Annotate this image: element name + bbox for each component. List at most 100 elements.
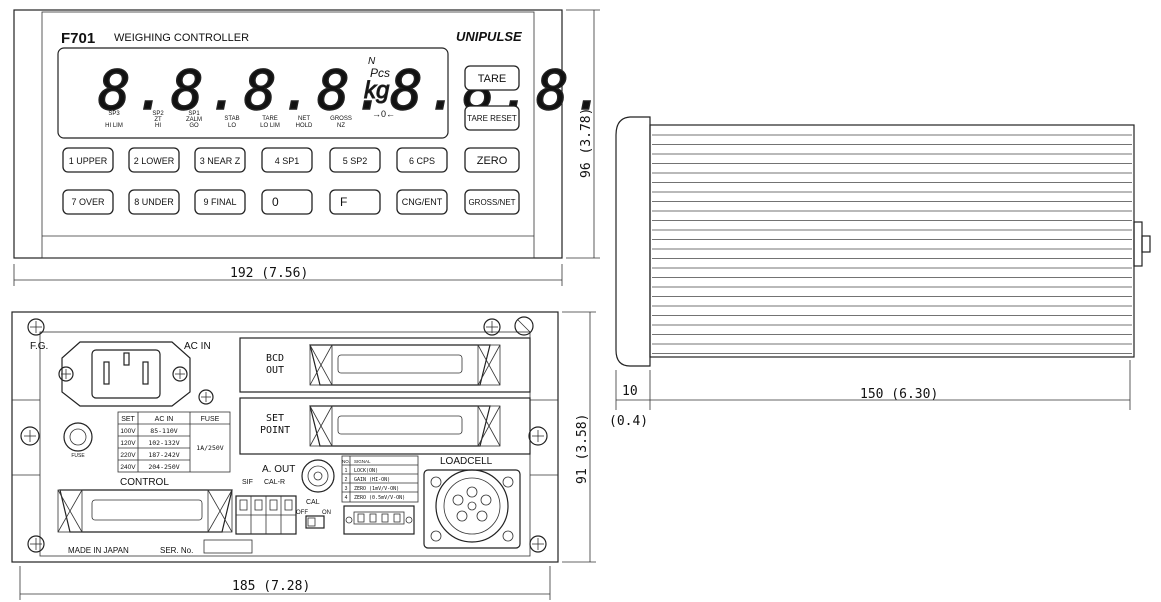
tare-reset-button[interactable] bbox=[464, 105, 520, 131]
front-height-dimension: 96 (3.78) bbox=[579, 108, 594, 178]
voltage-table-header: AC IN bbox=[155, 416, 174, 423]
cal-switch-knob bbox=[307, 517, 316, 527]
fuse-label: FUSE bbox=[71, 453, 85, 459]
annunciator-top: SP2 bbox=[152, 111, 164, 117]
key-label: F bbox=[340, 195, 347, 209]
fuse-holder-icon: FUSE bbox=[63, 422, 93, 459]
bcd-out-label-2: OUT bbox=[266, 365, 284, 376]
signal-table-cell: LOCK(ON) bbox=[354, 468, 378, 474]
made-in-label: MADE IN JAPAN bbox=[68, 546, 129, 555]
key-label: CNG/ENT bbox=[402, 197, 443, 207]
gross-net-button[interactable] bbox=[464, 189, 520, 215]
zero-button[interactable] bbox=[464, 147, 520, 173]
annunciator-top: TARE bbox=[262, 116, 278, 122]
set-point-label: SET bbox=[266, 413, 284, 424]
key-9-final[interactable] bbox=[194, 189, 246, 215]
zero-center-icon: →0← bbox=[372, 109, 395, 119]
voltage-table-cell: 204-250V bbox=[148, 463, 179, 471]
voltage-table-cell: 220V bbox=[120, 452, 136, 459]
screw-icon bbox=[27, 535, 45, 553]
annunciator-bottom: HI bbox=[155, 123, 161, 129]
key-cng-ent[interactable] bbox=[396, 189, 448, 215]
signal-table-cell: 3 bbox=[345, 486, 348, 492]
signal-table-cell: 1 bbox=[345, 468, 348, 474]
rear-height-dimension: 91 (3.58) bbox=[575, 414, 590, 484]
terminal-block-icon bbox=[235, 495, 297, 535]
annunciator-top: SP3 bbox=[108, 111, 120, 117]
cal-switch[interactable] bbox=[305, 515, 325, 529]
key-5-sp2[interactable] bbox=[329, 147, 381, 173]
key-label: 3 NEAR Z bbox=[200, 156, 241, 166]
serial-label: SER. No. bbox=[160, 546, 193, 555]
key-4-sp1[interactable] bbox=[261, 147, 313, 173]
voltage-table-cell: 240V bbox=[120, 464, 136, 471]
voltage-table-cell: 102-132V bbox=[148, 439, 179, 447]
side-housing bbox=[649, 124, 1135, 358]
screw-icon bbox=[27, 318, 45, 336]
key-label: 4 SP1 bbox=[275, 156, 300, 166]
voltage-table-header: SET bbox=[121, 416, 135, 423]
annunciator-mid: ZT bbox=[154, 117, 162, 123]
cooling-fins bbox=[652, 134, 1132, 354]
rear-panel: F.G. AC IN BCD OUT SET POINT bbox=[11, 311, 596, 600]
signal-table-cell: 4 bbox=[345, 495, 348, 501]
voltage-table-cell: 100V bbox=[120, 428, 136, 435]
signal-table-header: NO. bbox=[342, 459, 350, 464]
zero-button-label: ZERO bbox=[477, 155, 508, 167]
ac-in-label: AC IN bbox=[184, 341, 211, 352]
key-3-near-z[interactable] bbox=[194, 147, 246, 173]
display-window bbox=[57, 47, 449, 139]
annunciator-bottom: GO bbox=[189, 123, 199, 129]
annunciator-group: SP3 HI LIM SP2 ZT HI SP1 ZALM GO STAB LO… bbox=[105, 111, 352, 129]
annunciator-bottom: HOLD bbox=[296, 123, 313, 129]
signal-table-cell: GAIN (HI-ON) bbox=[354, 477, 390, 483]
annunciator-bottom: LO LIM bbox=[260, 123, 280, 129]
loadcell-connector-icon bbox=[423, 469, 521, 549]
voltage-table-cell: 120V bbox=[120, 440, 136, 447]
cal-off-label: OFF bbox=[296, 510, 308, 516]
key-1-upper[interactable] bbox=[62, 147, 114, 173]
side-bezel-dimension: 10 bbox=[622, 384, 638, 399]
voltage-table: SET AC IN FUSE 100V 85-110V 120V 102-132… bbox=[117, 411, 231, 473]
annunciator-top: SP1 bbox=[188, 111, 200, 117]
bcd-out-label: BCD bbox=[266, 353, 284, 364]
unit-pcs-label: Pcs bbox=[370, 66, 390, 80]
tare-button[interactable] bbox=[464, 65, 520, 91]
set-point-connector-icon bbox=[309, 405, 501, 447]
key-label: 9 FINAL bbox=[203, 197, 236, 207]
key-8-under[interactable] bbox=[128, 189, 180, 215]
voltage-table-cell: 85-110V bbox=[150, 427, 177, 435]
dip-switch-icon[interactable] bbox=[343, 505, 415, 535]
key-7-over[interactable] bbox=[62, 189, 114, 215]
signal-table: NO. SIGNAL 1 LOCK(ON) 2 GAIN (HI-ON) 3 Z… bbox=[341, 455, 419, 503]
screw-icon bbox=[483, 318, 501, 336]
fg-label: F.G. bbox=[30, 341, 48, 352]
screw-icon bbox=[514, 316, 534, 336]
signal-table-header: SIGNAL bbox=[354, 459, 371, 464]
loadcell-label: LOADCELL bbox=[440, 456, 493, 467]
voltage-table-header: FUSE bbox=[201, 416, 220, 423]
cal-r-label: CAL-R bbox=[264, 479, 285, 486]
key-label: 1 UPPER bbox=[69, 156, 108, 166]
tare-button-label: TARE bbox=[478, 73, 507, 85]
front-width-dimension: 192 (7.56) bbox=[230, 266, 308, 281]
control-label: CONTROL bbox=[120, 477, 169, 488]
a-out-label: A. OUT bbox=[262, 464, 295, 475]
key-2-lower[interactable] bbox=[128, 147, 180, 173]
key-label: 7 OVER bbox=[71, 197, 105, 207]
side-view: 10 (0.4) 150 (6.30) bbox=[609, 116, 1151, 429]
key-6-cps[interactable] bbox=[396, 147, 448, 173]
key-label: 8 UNDER bbox=[134, 197, 174, 207]
brand-logo: UNIPULSE bbox=[456, 29, 522, 44]
bnc-connector-icon bbox=[301, 459, 335, 493]
annunciator-mid: ZALM bbox=[186, 117, 202, 123]
unit-kg-label: kg bbox=[364, 77, 390, 104]
ac-inlet-icon bbox=[58, 341, 191, 407]
front-panel: F701 WEIGHING CONTROLLER UNIPULSE 8.8.8.… bbox=[13, 9, 606, 286]
gross-net-button-label: GROSS/NET bbox=[468, 198, 515, 207]
annunciator-top: NET bbox=[298, 116, 310, 122]
key-f[interactable] bbox=[329, 189, 381, 215]
annunciator-top: GROSS bbox=[330, 116, 352, 122]
set-point-label-2: POINT bbox=[260, 425, 290, 436]
key-0[interactable] bbox=[261, 189, 313, 215]
